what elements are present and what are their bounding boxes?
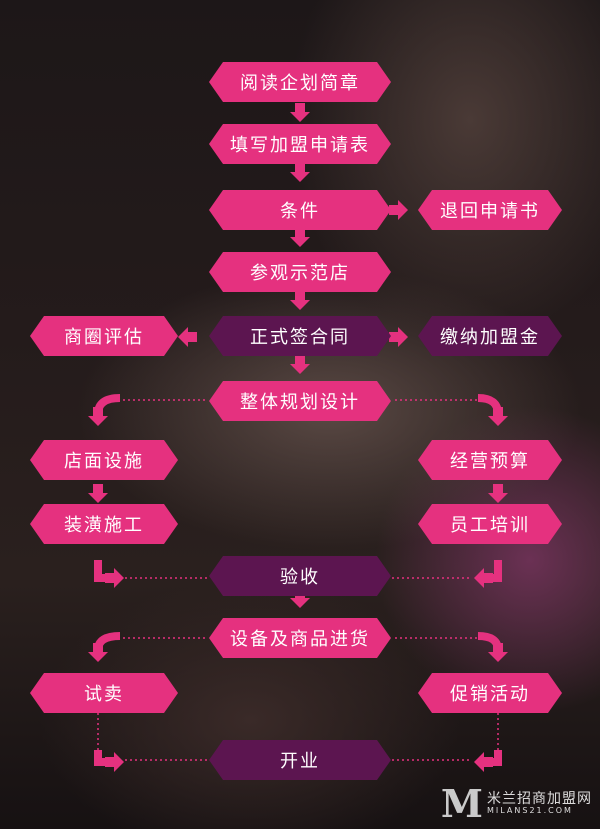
arrow-left-icon	[474, 752, 493, 772]
arrow-down-icon	[488, 643, 508, 662]
arrow-down-icon	[88, 643, 108, 662]
arrow-down-icon	[88, 407, 108, 426]
step-sign-contract: 正式签合同	[209, 316, 391, 356]
step-area-evaluation: 商圈评估	[30, 316, 178, 356]
arrow-down-icon	[290, 228, 310, 247]
arrow-right-icon	[105, 752, 124, 772]
arrow-down-icon	[290, 103, 310, 122]
step-trial-sale: 试卖	[30, 673, 178, 713]
arrow-down-icon	[488, 484, 508, 503]
site-watermark: M 米兰招商加盟网 MILANS21.COM	[441, 785, 592, 823]
arrow-down-icon	[290, 355, 310, 374]
arrow-down-icon	[488, 407, 508, 426]
step-business-budget: 经营预算	[418, 440, 562, 480]
step-read-plan: 阅读企划简章	[209, 62, 391, 102]
arrow-right-icon	[389, 327, 408, 347]
step-decoration: 装潢施工	[30, 504, 178, 544]
step-promotion: 促销活动	[418, 673, 562, 713]
step-fill-form: 填写加盟申请表	[209, 124, 391, 164]
arrow-right-icon	[389, 200, 408, 220]
step-conditions: 条件	[209, 190, 391, 230]
step-acceptance: 验收	[209, 556, 391, 596]
step-overall-planning: 整体规划设计	[209, 381, 391, 421]
step-visit-store: 参观示范店	[209, 252, 391, 292]
arrow-down-icon	[88, 484, 108, 503]
arrow-left-icon	[474, 568, 493, 588]
step-return-application: 退回申请书	[418, 190, 562, 230]
step-equipment-purchase: 设备及商品进货	[209, 618, 391, 658]
step-opening: 开业	[209, 740, 391, 780]
arrow-left-icon	[178, 327, 197, 347]
arrow-down-icon	[290, 291, 310, 310]
step-store-facilities: 店面设施	[30, 440, 178, 480]
step-staff-training: 员工培训	[418, 504, 562, 544]
watermark-brand-cn: 米兰招商加盟网	[487, 790, 592, 807]
arrow-down-icon	[290, 163, 310, 182]
arrow-right-icon	[105, 568, 124, 588]
watermark-logo: M	[440, 781, 483, 826]
watermark-brand-en: MILANS21.COM	[487, 806, 573, 816]
step-pay-fee: 缴纳加盟金	[418, 316, 562, 356]
